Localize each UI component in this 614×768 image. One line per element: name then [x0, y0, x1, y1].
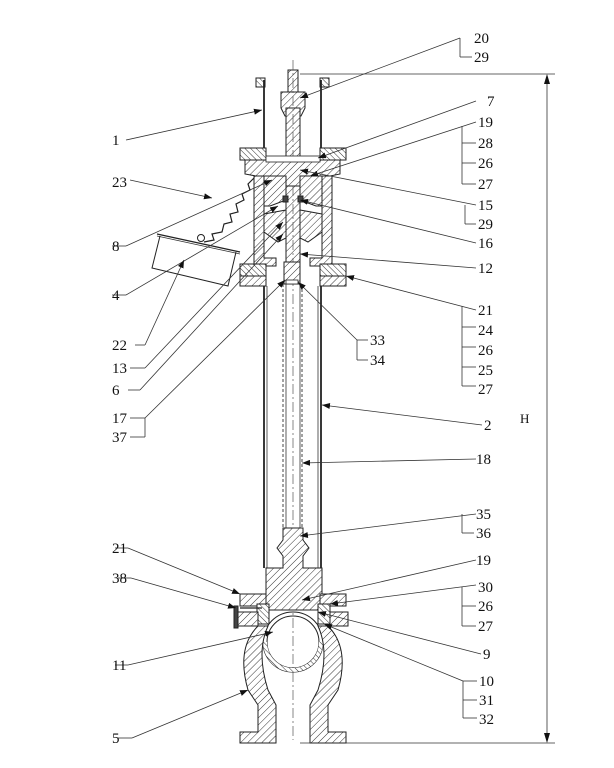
label-22: 22: [112, 338, 127, 354]
labels-left: 1 23 8 4 22 13 6 17 37 21 38 11 5: [112, 133, 128, 747]
leader-lines-left: [112, 108, 286, 739]
label-19-lower: 19: [476, 553, 491, 569]
label-5: 5: [112, 731, 120, 747]
label-19-top: 19: [478, 115, 493, 131]
label-27-top: 27: [478, 177, 494, 193]
label-24: 24: [478, 323, 494, 339]
label-23: 23: [112, 175, 127, 191]
label-28: 28: [478, 136, 493, 152]
label-16: 16: [478, 236, 494, 252]
label-13: 13: [112, 361, 127, 377]
label-4: 4: [112, 288, 120, 304]
label-30: 30: [478, 580, 493, 596]
label-11: 11: [112, 658, 126, 674]
label-27-mid: 27: [478, 382, 494, 398]
label-38: 38: [112, 571, 127, 587]
label-26-mid: 26: [478, 343, 494, 359]
label-37: 37: [112, 430, 128, 446]
label-dimension-h: H: [520, 411, 529, 426]
label-8: 8: [112, 239, 120, 255]
label-29-mid: 29: [478, 217, 493, 233]
label-15: 15: [478, 198, 493, 214]
label-17: 17: [112, 411, 128, 427]
label-33: 33: [370, 333, 385, 349]
label-29-top: 29: [474, 50, 489, 66]
label-35: 35: [476, 507, 491, 523]
label-25: 25: [478, 363, 493, 379]
outer-tube-top: [255, 77, 330, 148]
label-32: 32: [479, 712, 494, 728]
label-18: 18: [476, 452, 491, 468]
label-9: 9: [483, 647, 491, 663]
lower-flange: [233, 593, 349, 629]
label-26-top: 26: [478, 156, 494, 172]
head-lower-flange: [239, 263, 347, 287]
label-20: 20: [474, 31, 489, 47]
label-26-lower: 26: [478, 599, 494, 615]
cap-and-chain: [151, 177, 255, 287]
label-7: 7: [487, 94, 495, 110]
label-21-upper: 21: [478, 303, 493, 319]
labels-right: 20 29 7 19 28 26 27 15 29 16 12 21 24 26…: [370, 31, 529, 728]
lower-housing: [239, 625, 347, 744]
drain-nut: [283, 261, 301, 285]
label-12: 12: [478, 261, 493, 277]
leader-lines-right: [297, 37, 483, 719]
label-1: 1: [112, 133, 120, 149]
label-10: 10: [479, 674, 494, 690]
label-2: 2: [484, 418, 492, 434]
label-34: 34: [370, 353, 386, 369]
label-21-lower: 21: [112, 541, 127, 557]
label-6: 6: [112, 383, 120, 399]
main-tube: [263, 286, 322, 568]
label-31: 31: [479, 693, 494, 709]
inner-rod-tube: [282, 284, 303, 528]
label-27-lower: 27: [478, 619, 494, 635]
label-36: 36: [476, 526, 492, 542]
